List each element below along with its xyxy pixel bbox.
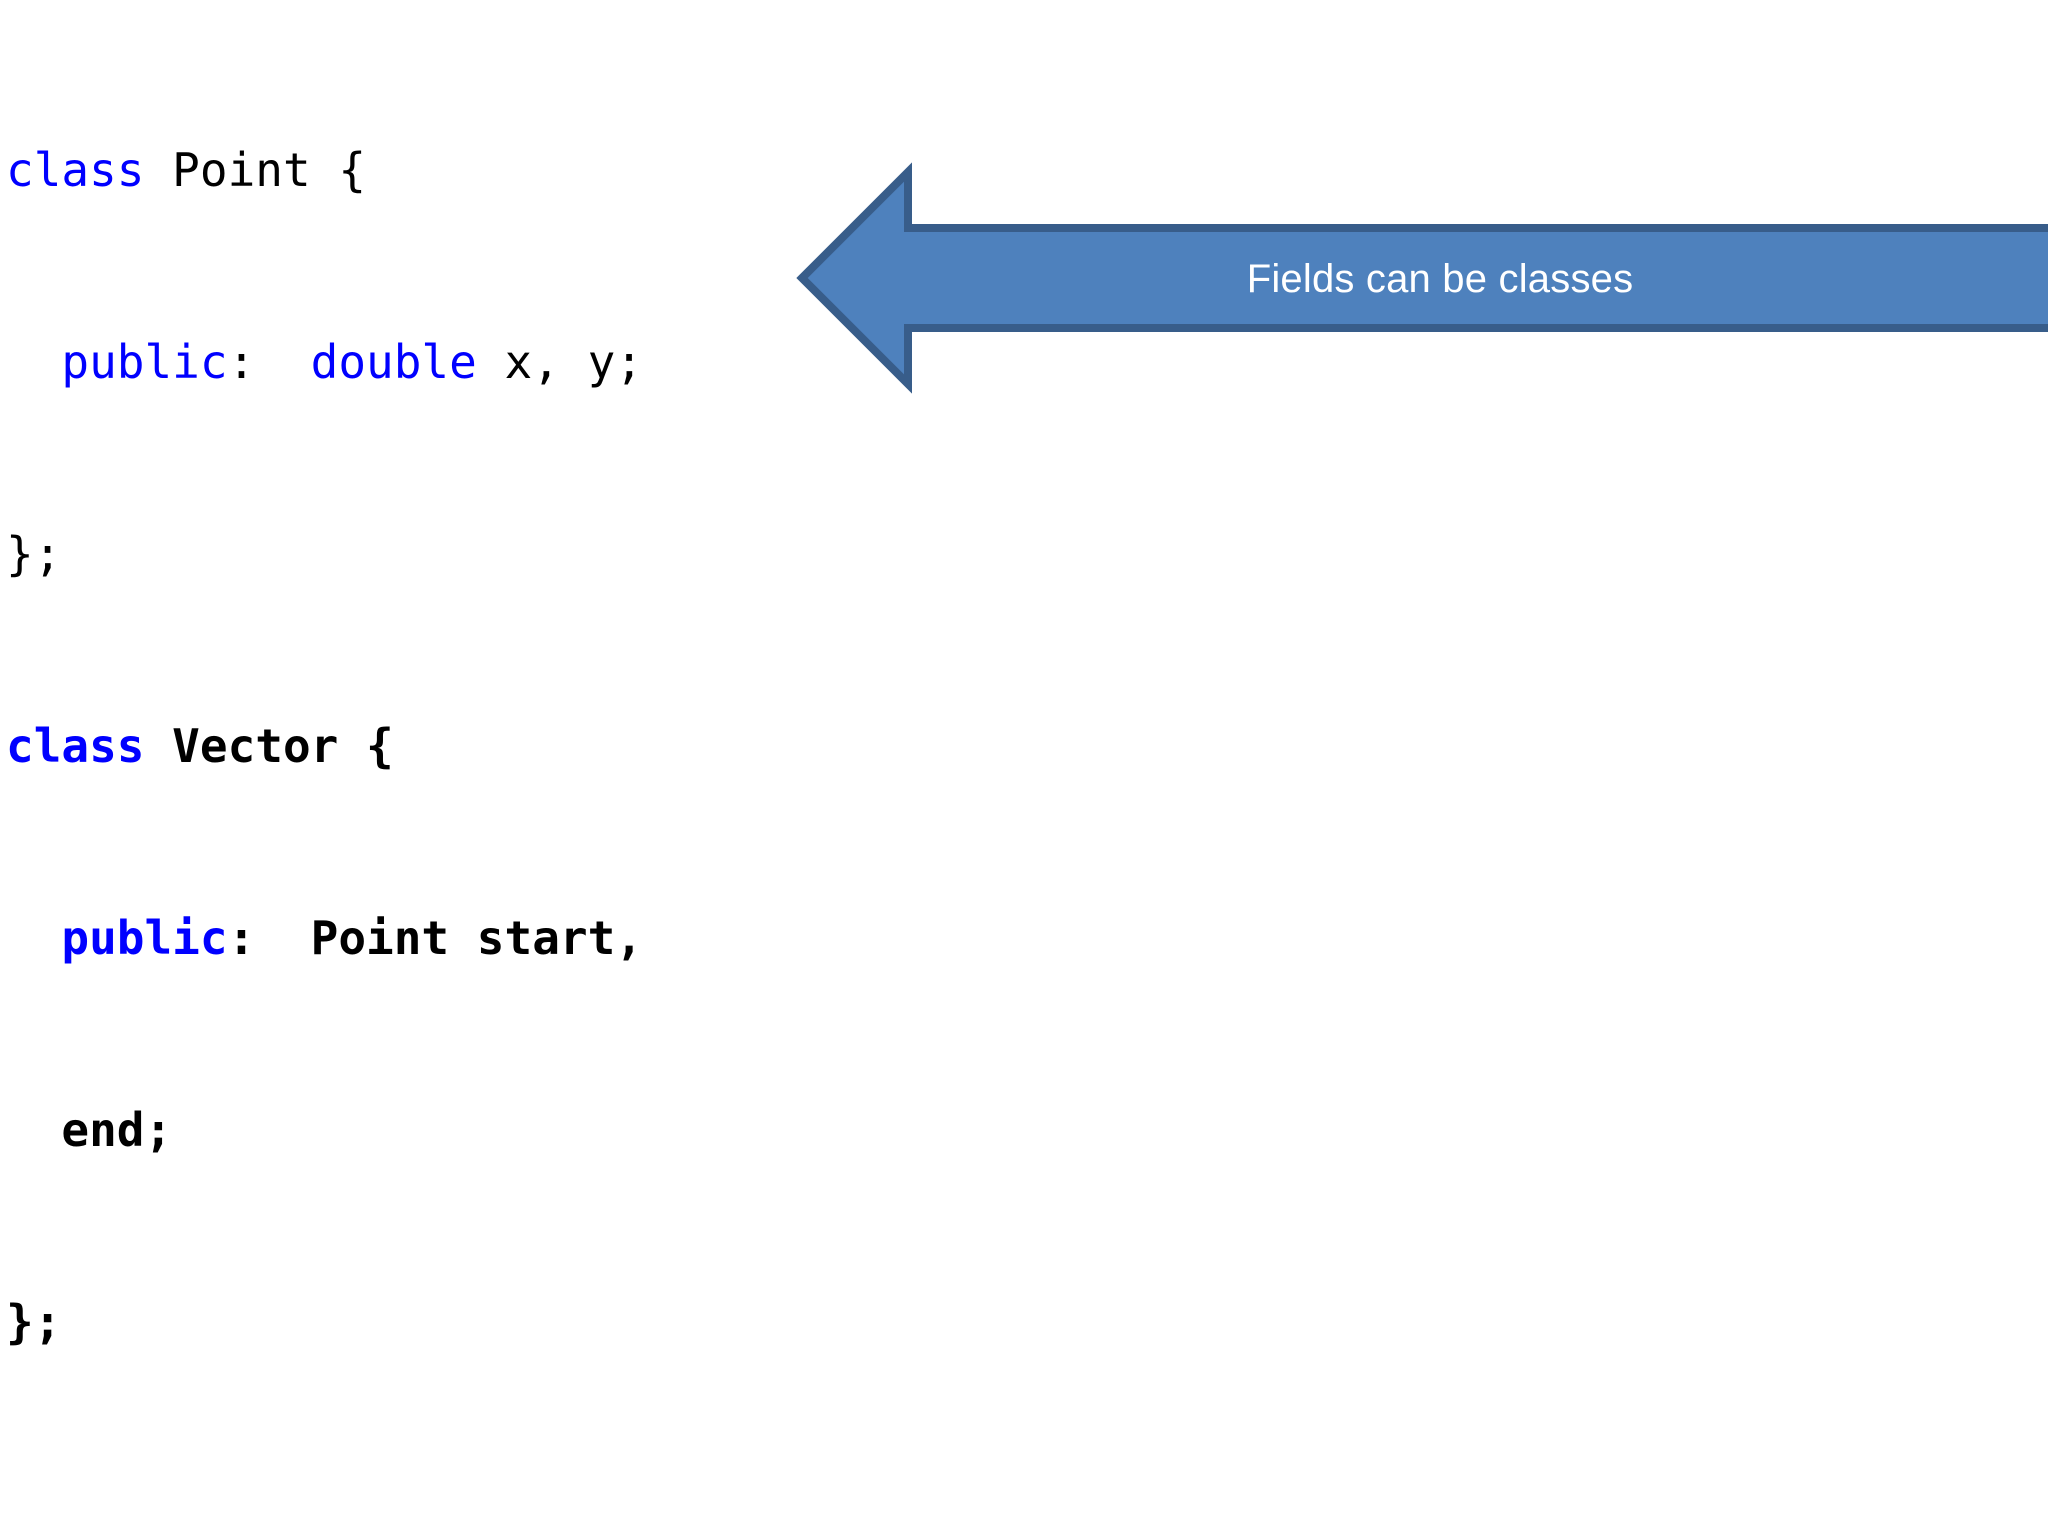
code-line-2-colon: : [227, 335, 311, 389]
code-line-2-rest: x, y; [476, 335, 643, 389]
code-line-7: }; [6, 1298, 766, 1346]
keyword-public: public [61, 335, 228, 389]
keyword-double: double [310, 335, 477, 389]
code-snippet: class Point { public: double x, y; }; cl… [6, 2, 766, 1490]
code-line-6: end; [6, 1106, 766, 1154]
keyword-class: class [6, 143, 145, 197]
code-line-2: public: double x, y; [6, 338, 766, 386]
code-line-6-text: end; [6, 1103, 173, 1157]
code-line-2-indent [6, 335, 61, 389]
code-line-5-rest: : Point start, [227, 911, 643, 965]
code-line-3-text: }; [6, 527, 62, 581]
left-arrow-icon [796, 162, 2048, 394]
code-line-5: public: Point start, [6, 914, 766, 962]
code-line-1: class Point { [6, 146, 766, 194]
keyword-public-2: public [61, 911, 228, 965]
code-line-5-indent [6, 911, 61, 965]
arrow-shape [796, 162, 2048, 394]
code-line-7-text: }; [6, 1295, 62, 1349]
keyword-class-2: class [6, 719, 145, 773]
code-line-4: class Vector { [6, 722, 766, 770]
left-arrow-callout[interactable]: Fields can be classes [796, 162, 2048, 394]
code-line-4-rest: Vector { [144, 719, 394, 773]
code-line-1-rest: Point { [144, 143, 367, 197]
code-line-3: }; [6, 530, 766, 578]
